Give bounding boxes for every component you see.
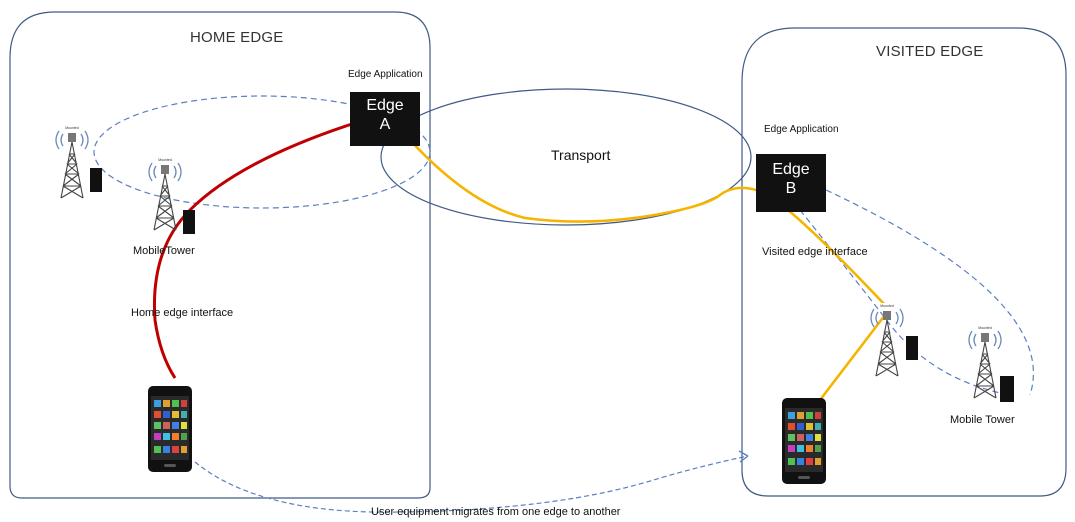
base-station-unit: [90, 168, 102, 192]
home-dashed-link: [93, 95, 431, 209]
arrow-head-icon: [738, 450, 749, 463]
edge-a-line2: A: [379, 116, 391, 133]
mobile-phone-icon: [782, 398, 826, 484]
visited-edge-title: VISITED EDGE: [876, 43, 984, 60]
home-edge-title: HOME EDGE: [190, 29, 284, 46]
edge-server-b: Edge B: [756, 154, 826, 212]
transport-label: Transport: [551, 147, 611, 163]
edge-a-line1: Edge: [366, 97, 404, 114]
radio-tower-icon: [968, 324, 1002, 399]
transport-network: [380, 88, 752, 226]
visited-interface-label: Visited edge interface: [762, 246, 868, 258]
radio-tower-icon: [870, 302, 904, 377]
edge-b-line2: B: [785, 180, 797, 197]
base-station-unit: [183, 210, 195, 234]
home-interface-label: Home edge interface: [131, 307, 234, 319]
home-edge-region: [9, 11, 431, 499]
migration-label: User equipment migrates from one edge to…: [371, 506, 621, 518]
base-station-unit: [1000, 376, 1014, 402]
visited-tower-label: Mobile Tower: [950, 414, 1015, 426]
visited-dashed-link: [799, 189, 1034, 396]
mobile-phone-icon: [148, 386, 192, 472]
radio-tower-icon: [55, 124, 89, 199]
edge-b-app-label: Edge Application: [764, 124, 839, 135]
edge-b-line1: Edge: [772, 161, 810, 178]
radio-tower-icon: [148, 156, 182, 231]
migration-path: [194, 455, 749, 513]
edge-a-app-label: Edge Application: [348, 69, 423, 80]
base-station-unit: [906, 336, 918, 360]
edge-server-a: Edge A: [350, 92, 420, 146]
home-edge-link: [152, 120, 359, 379]
visited-edge-region: [741, 27, 1067, 497]
home-tower-label: MobileTower: [133, 245, 195, 257]
